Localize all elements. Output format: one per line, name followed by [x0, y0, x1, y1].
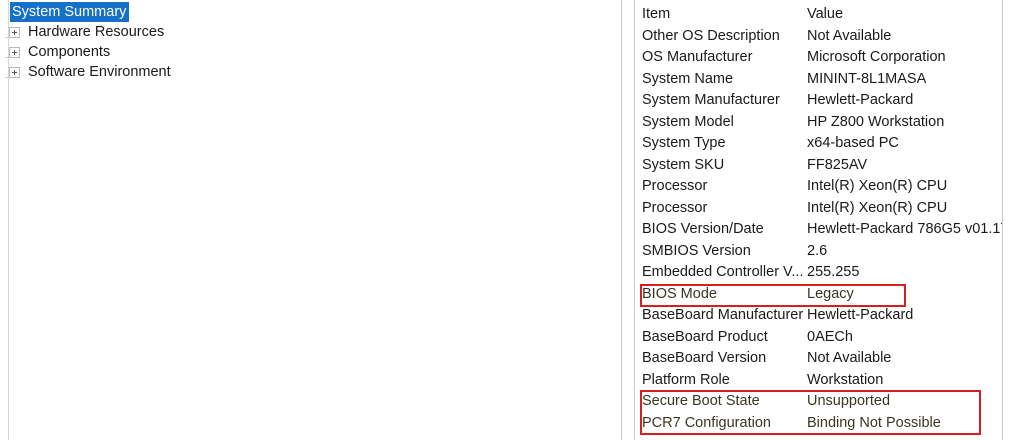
row-value-label: Binding Not Possible [807, 414, 941, 431]
row-value-label: Microsoft Corporation [807, 49, 946, 65]
column-header-value: Value [807, 6, 844, 22]
row-item-label: PCR7 Configuration [642, 414, 771, 431]
row-value-label: Unsupported [807, 393, 891, 409]
details-header-row: Item Value [635, 4, 1002, 26]
row-item-label: Platform Role [642, 371, 730, 388]
row-item-label: Other OS Description [642, 27, 780, 44]
row-item-label: System Type [642, 135, 726, 151]
row-item-label: OS Manufacturer [642, 49, 753, 65]
row-item-label: System Model [642, 113, 734, 130]
table-row[interactable]: BaseBoard Version Not Available [635, 348, 1002, 370]
tree-guide-line [8, 0, 9, 440]
table-row[interactable]: PCR7 Configuration Binding Not Possible [635, 413, 1002, 435]
row-value-label: Legacy [807, 285, 854, 302]
sidebar-item-system-summary[interactable]: System Summary [0, 2, 621, 22]
table-row[interactable]: OS Manufacturer Microsoft Corporation [635, 47, 1002, 69]
tree-item-label: Components [28, 44, 111, 60]
sidebar-item-software-environment[interactable]: Software Environment [0, 62, 621, 82]
row-value-label: Hewlett-Packard [807, 92, 914, 108]
row-item-label: Embedded Controller V... [642, 264, 804, 280]
row-item-label: BaseBoard Product [642, 328, 768, 345]
tree-connector-line [5, 36, 10, 38]
row-value-label: Hewlett-Packard [807, 307, 914, 323]
row-value-label: x64-based PC [807, 135, 899, 151]
row-value-label: Not Available [807, 27, 892, 44]
row-item-label: BIOS Version/Date [642, 221, 764, 237]
row-item-label: Secure Boot State [642, 393, 760, 409]
row-value-label: Intel(R) Xeon(R) CPUE5506 [807, 199, 948, 216]
table-row[interactable]: Processor Intel(R) Xeon(R) CPUE5506 [635, 176, 1002, 198]
row-item-label: BaseBoard Manufacturer [642, 307, 804, 323]
expand-plus-icon[interactable] [5, 46, 20, 58]
row-item-label: BIOS Mode [642, 285, 717, 302]
table-row[interactable]: SMBIOS Version 2.6 [635, 241, 1002, 263]
row-value-label: Workstation [807, 371, 884, 388]
table-row[interactable]: BIOS Mode Legacy [635, 284, 1002, 306]
row-value-label: 255.255 [807, 264, 860, 280]
row-value-label: FF825AV [807, 156, 868, 173]
row-value-label: Intel(R) Xeon(R) CPUE5506 [807, 178, 948, 194]
expand-plus-icon[interactable] [5, 26, 20, 38]
row-item-label: Processor [642, 178, 708, 194]
tree-connector-line [5, 76, 10, 78]
table-row[interactable]: System SKU FF825AV [635, 155, 1002, 177]
row-item-label: System Name [642, 70, 734, 87]
tree-item-label: Software Environment [28, 64, 171, 80]
table-row[interactable]: Processor Intel(R) Xeon(R) CPUE5506 [635, 198, 1002, 220]
row-item-label: Processor [642, 199, 708, 216]
row-value-label: HP Z800 Workstation [807, 113, 945, 130]
row-value-label: 2.6 [807, 242, 828, 259]
sidebar-item-hardware-resources[interactable]: Hardware Resources [0, 22, 621, 42]
row-item-label: System Manufacturer [642, 92, 780, 108]
row-item-label: BaseBoard Version [642, 350, 767, 366]
row-value-label: Not Available [807, 350, 892, 366]
table-row[interactable]: Embedded Controller V...255.255 [635, 262, 1002, 284]
row-value-label: Hewlett-Packard 786G5 v01.17, 8/ [807, 221, 1002, 237]
table-row[interactable]: System Manufacturer Hewlett-Packard [635, 90, 1002, 112]
table-row[interactable]: BaseBoard Product 0AECh [635, 327, 1002, 349]
table-row[interactable]: System Type x64-based PC [635, 133, 1002, 155]
table-row[interactable]: Secure Boot State Unsupported [635, 391, 1002, 413]
expand-plus-icon[interactable] [5, 66, 20, 78]
tree-item-label: Hardware Resources [28, 24, 165, 40]
tree-item-label: System Summary [10, 2, 130, 22]
row-value-label: MININT-8L1MASA [807, 70, 927, 87]
table-row[interactable]: Other OS Description Not Available [635, 26, 1002, 48]
row-item-label: System SKU [642, 156, 725, 173]
column-header-item: Item [642, 6, 671, 22]
table-row[interactable]: Platform Role Workstation [635, 370, 1002, 392]
table-row[interactable]: BIOS Version/Date Hewlett-Packard 786G5 v… [635, 219, 1002, 241]
table-row[interactable]: System Model HP Z800 Workstation [635, 112, 1002, 134]
row-value-label: 0AECh [807, 328, 853, 345]
table-row[interactable]: System Name MININT-8L1MASA [635, 69, 1002, 91]
sidebar-item-components[interactable]: Components [0, 42, 621, 62]
tree-connector-line [5, 56, 10, 58]
row-item-label: SMBIOS Version [642, 242, 751, 259]
